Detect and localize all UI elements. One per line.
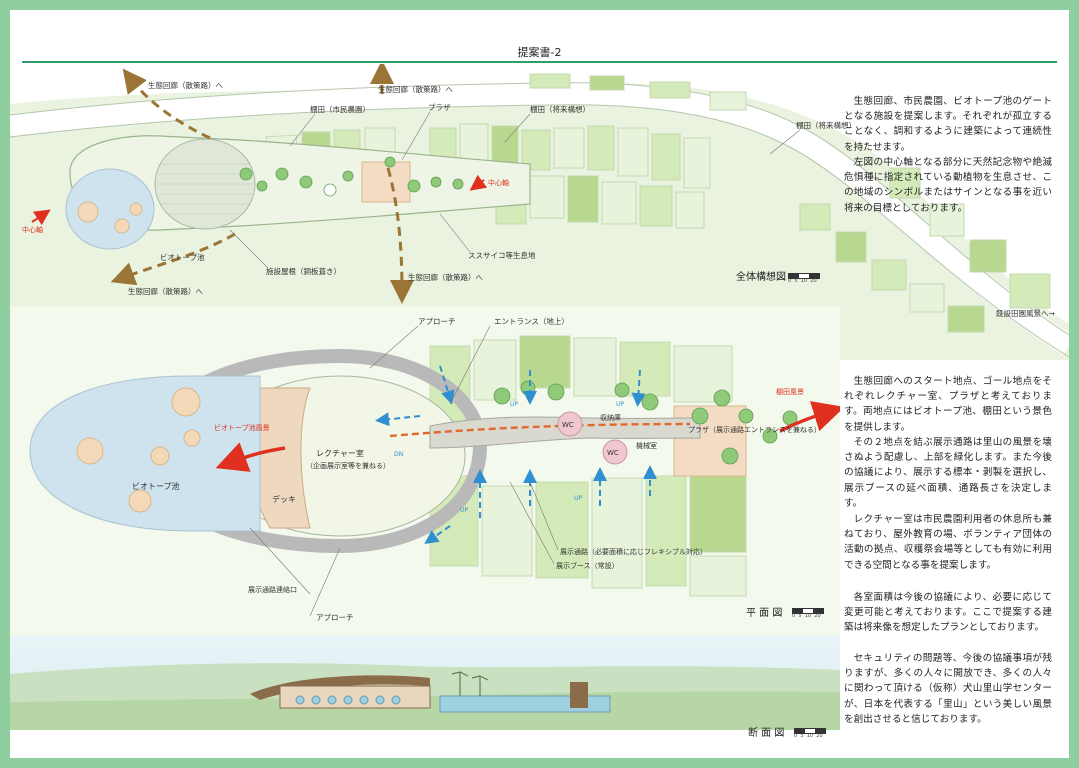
label-terraced-landscape: 棚田風景 [776, 387, 804, 396]
paragraph-1: 生態回廊、市民農園、ビオトープ池のゲートとなる施設を提案します。それぞれが孤立す… [844, 96, 1052, 153]
label-terraced-future-right: 棚田（将来構想） [796, 120, 856, 130]
plaza-area [361, 161, 411, 203]
site-plan-scale [788, 273, 820, 279]
label-lecture-room-sub: （企画展示室等を兼ねる） [306, 461, 390, 470]
paragraph-2: 左図の中心軸となる部分に天然記念物や絶滅危惧種に指定されている動植物を生息させ、… [844, 157, 1052, 214]
section-water [439, 695, 611, 713]
paragraph-7: セキュリティの問題等、今後の協議事項が残りますが、多くの人々に開放でき、多くの人… [844, 653, 1052, 725]
label-machine-room: 機械室 [636, 441, 657, 450]
label-deck: デッキ [272, 494, 296, 504]
road-edge-upper [10, 82, 1069, 336]
site-plan-scale-numbers: 0 5 10 20 [788, 278, 817, 284]
road-edge-lower [10, 104, 1069, 358]
label-approach-bottom: アプローチ [316, 613, 354, 622]
label-terraced-future: 棚田（将来構想） [530, 104, 590, 114]
section-scale-numbers: 0 5 10 20 [794, 733, 823, 739]
main-axis-arrow [389, 422, 691, 438]
label-exhibit-entrance: 展示通路連絡口 [248, 585, 297, 594]
label-terraced-citizen: 棚田（市民農園） [310, 104, 370, 114]
label-central-axis-right: 中心軸 [488, 178, 509, 187]
label-wc-1: WC [562, 421, 574, 429]
section-scale [794, 728, 826, 734]
floor-plan-caption: 平 面 図 [746, 608, 783, 619]
axis-marker-left [31, 209, 51, 226]
label-to-landscape: 既設田園風景へ→ [996, 308, 1055, 318]
section-ground [10, 691, 840, 730]
title-rule [22, 61, 1057, 63]
label-exhibit-booth: 展示ブース（常設） [556, 561, 619, 570]
label-biotope-pond-site: ビオトープ池 [160, 252, 205, 262]
plan-plaza [673, 405, 747, 477]
label-biotope-landscape: ビオトープ池風景 [214, 423, 270, 432]
axis-marker-right [469, 174, 488, 191]
arrow-terraced-view [779, 401, 840, 433]
floor-plan-scale-numbers: 0 5 10 20 [792, 613, 821, 619]
label-storage: 収納庫 [600, 413, 621, 422]
wc-circle-2 [602, 439, 628, 465]
wc-circle-1 [557, 411, 583, 437]
flow-arrows [375, 365, 657, 545]
road [10, 82, 1069, 356]
label-plaza-plan: プラザ（展示通路エントランスを兼ねる） [688, 425, 821, 434]
label-eco-corridor-bottom-left: 生態回廊（散策路）へ [128, 286, 203, 296]
pond-islands [76, 387, 201, 513]
paragraph-6: 各室面積は今後の協議により、必要に応じて変更可能と考えております。ここで提案する… [844, 592, 1052, 634]
section-trees [451, 671, 489, 696]
label-eco-corridor-top-left: 生態回廊（散策路）へ [148, 80, 223, 90]
floor-plan: アプローチ エントランス（地上） レクチャー室 （企画展示室等を兼ねる） デッキ… [10, 306, 840, 636]
paragraph-5: レクチャー室は市民農園利用者の休息所も兼ねており、屋外教育の場、ボランティア団体… [844, 514, 1052, 571]
section-openings [295, 695, 401, 705]
paragraph-3: 生態回廊へのスタート地点、ゴール地点をそれぞれレクチャー室、プラザと考えておりま… [844, 376, 1052, 433]
label-lecture-room: レクチャー室 [316, 448, 364, 458]
axis-trees [239, 156, 464, 197]
label-plaza-site: プラザ [428, 103, 451, 112]
page-title: 提案書-2 [517, 46, 562, 59]
label-up-1: UP [510, 401, 518, 408]
label-up-3: UP [574, 495, 582, 502]
label-exhibit-path: 展示通路（必要面積に応じフレキシブル対応） [560, 547, 707, 556]
section-roof [250, 675, 430, 700]
site-plan: 生態回廊（散策路）へ 生態回廊（散策路）へ 生態回廊（散策路）へ 生態回廊（散策… [10, 64, 1069, 360]
label-eco-corridor-bottom-right: 生態回廊（散策路）へ [408, 272, 483, 282]
section-caption: 断 面 図 [748, 728, 785, 739]
site-plan-caption: 全体構想図 [736, 272, 786, 283]
label-facility-roof: 施設屋根（銅板葺き） [266, 266, 341, 276]
section-tower [570, 682, 588, 708]
plan-fields [429, 335, 747, 597]
label-biotope-pond-plan: ビオトープ池 [132, 481, 180, 491]
proposal-sheet: 提案書-2 [10, 10, 1069, 758]
label-up-4: UP [460, 507, 468, 514]
label-up-2: UP [616, 401, 624, 408]
label-dn: DN [394, 451, 403, 458]
label-entrance: エントランス（地上） [494, 316, 569, 326]
label-eco-corridor-top: 生態回廊（散策路）へ [378, 84, 453, 94]
corridor-arrows [110, 64, 414, 304]
label-wc-2: WC [607, 449, 619, 457]
floor-plan-scale [792, 608, 824, 614]
label-susuki: ススサイコ等生息地 [468, 250, 536, 260]
paragraph-4: その２地点を結ぶ展示通路は里山の風景を壊さぬよう配慮し、上部を緑化します。また今… [844, 437, 1052, 509]
label-central-axis-left: 中心軸 [22, 225, 43, 234]
label-approach-top: アプローチ [418, 317, 456, 326]
arrow-biotope-view [215, 442, 286, 472]
biotope-pond [65, 168, 155, 250]
section-view [10, 636, 840, 730]
